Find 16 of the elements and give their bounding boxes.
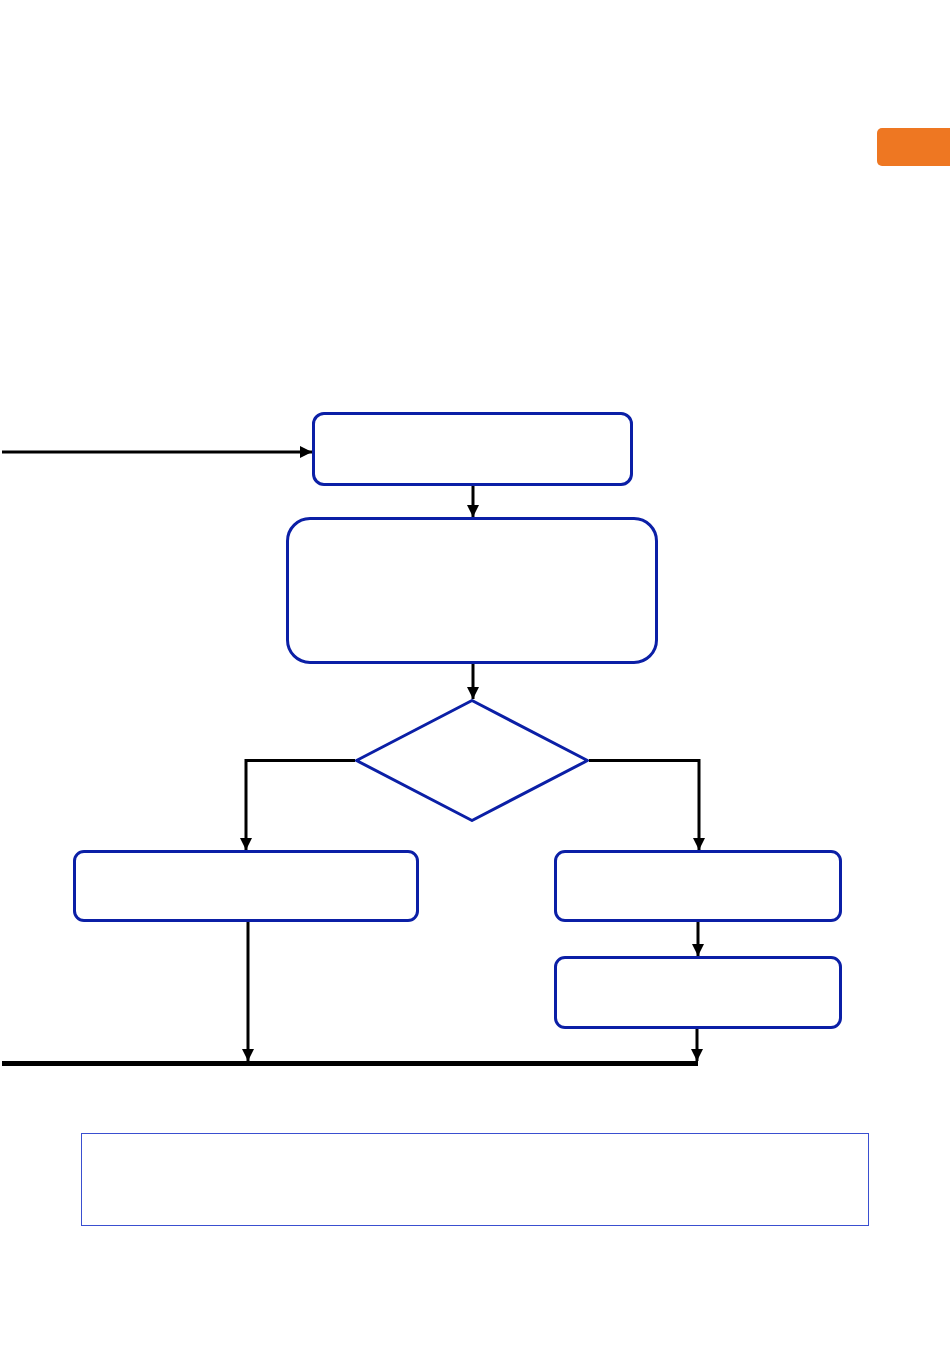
- process-box: [554, 850, 842, 922]
- arrow: [589, 759, 705, 850]
- process-box: [286, 517, 658, 664]
- arrow: [692, 922, 704, 956]
- arrow: [2, 446, 312, 458]
- process-box: [312, 412, 633, 486]
- process-box: [73, 850, 419, 922]
- arrow: [240, 759, 355, 850]
- decision-diamond: [355, 699, 589, 822]
- arrow: [691, 1029, 703, 1061]
- note-frame: [81, 1133, 869, 1226]
- process-box: [554, 956, 842, 1029]
- merge-bar: [2, 1061, 698, 1066]
- arrow: [467, 486, 479, 517]
- arrow: [242, 922, 254, 1061]
- arrow: [467, 664, 479, 699]
